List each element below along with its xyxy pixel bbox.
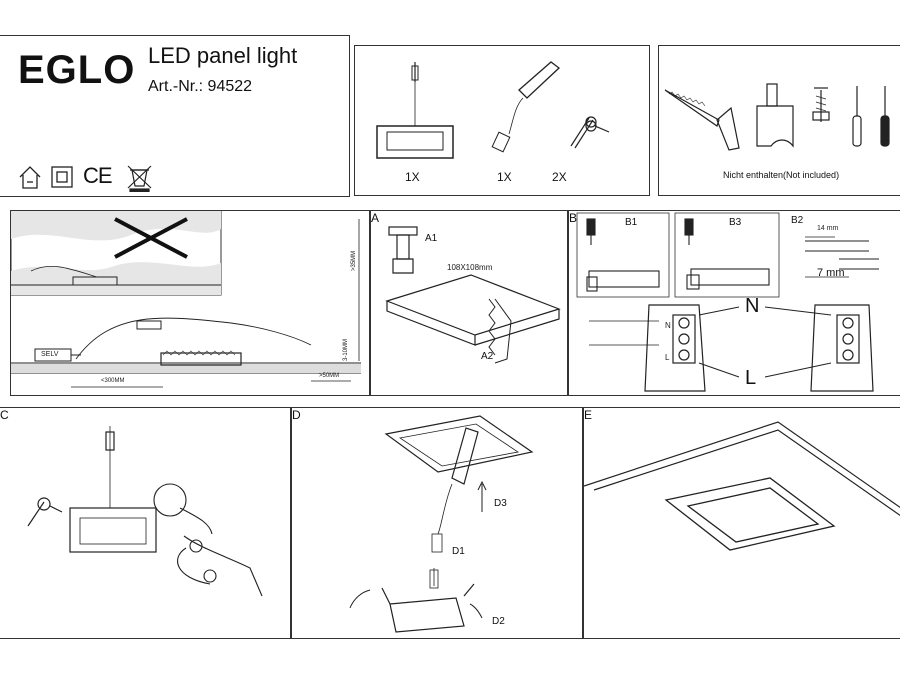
terminal-l-mark: L (665, 353, 670, 362)
step-c-drawing (27, 426, 263, 597)
terminal-n-mark: N (665, 321, 671, 330)
step-e-drawing (584, 421, 900, 551)
ce-mark: CE (83, 163, 113, 188)
tools-not-included-note: Nicht enthalten(Not included) (723, 170, 840, 180)
live-label: L (745, 367, 757, 389)
dim-gap: <300MM (101, 378, 125, 384)
selv-label: SELV (41, 351, 59, 358)
dim-depth: >35MM (351, 250, 357, 271)
terminal-block-right (810, 304, 874, 392)
b1-driver (586, 218, 660, 292)
step-a1-label: A1 (425, 233, 438, 244)
step-a-drawing (385, 226, 561, 364)
product-title: LED panel light (148, 43, 298, 68)
ceiling-board (385, 274, 561, 346)
strip-inner-length: 7 mm (817, 267, 845, 279)
step-b-drawing (576, 212, 879, 392)
step-d1-label: D1 (452, 546, 465, 557)
step-d-drawing (349, 415, 534, 633)
tools-panel: Nicht enthalten(Not included) (658, 45, 900, 196)
tools-drawing (664, 83, 890, 151)
step-d2-label: D2 (492, 616, 505, 627)
d-arrows (349, 480, 487, 619)
weee-bin-icon (127, 165, 152, 192)
step-b-panel: B B1 B3 B2 14 mm 7 mm N L N L (568, 210, 900, 396)
dim-edge: >50MM (319, 373, 340, 379)
step-a-panel: A A1 A2 108X108mm (370, 210, 568, 396)
saw-icon (664, 89, 740, 151)
b2-cable-strip (805, 236, 879, 278)
qty-driver: 1X (497, 170, 512, 184)
e-ceiling (584, 421, 900, 517)
article-number: Art.-Nr.: 94522 (148, 78, 253, 95)
package-contents-drawing (376, 61, 610, 159)
c-spring-insert (153, 483, 263, 597)
terminal-block-left (589, 304, 706, 392)
b3-driver (684, 218, 770, 290)
installation-diagram: SELV <300MM >50MM >35MM 3-10MM (10, 210, 370, 396)
screwdriver-phillips-icon (880, 86, 890, 147)
saw-blade (488, 298, 512, 364)
driver-icon (491, 61, 561, 153)
step-a2-label: A2 (481, 351, 494, 362)
d-cables (429, 483, 453, 589)
step-d3-label: D3 (494, 498, 507, 509)
double-insulation-icon (51, 166, 73, 188)
qty-spring: 2X (552, 170, 567, 184)
installation-drawing (11, 211, 361, 388)
c-panel-light (69, 426, 157, 553)
neutral-label: N (745, 295, 760, 317)
dim-thick: 3-10MM (343, 338, 349, 361)
strip-outer-length: 14 mm (817, 225, 839, 232)
step-a-label: A (371, 211, 380, 225)
step-d-label: D (292, 408, 301, 422)
step-c-label: C (0, 408, 9, 422)
spring-clip-icon (570, 116, 610, 149)
wire-arrows (698, 306, 832, 378)
home-icon (19, 166, 41, 189)
step-b3-label: B3 (729, 217, 742, 228)
screw-icon (812, 87, 830, 122)
c-spring-left (27, 497, 63, 527)
e-installed-panel (664, 477, 836, 551)
step-d-panel: D D1 D2 D3 (291, 407, 583, 639)
cert-icons (19, 165, 152, 192)
d-driver (451, 427, 479, 485)
brand-logo: EGLO (18, 48, 136, 92)
step-c-panel: C (0, 407, 291, 639)
certification-marks: CE (16, 160, 156, 192)
step-b-label: B (569, 211, 578, 225)
step-e-panel: E (583, 407, 900, 639)
panel-light-icon (376, 62, 454, 159)
screwdriver-flat-icon (852, 86, 862, 147)
step-e-label: E (584, 408, 593, 422)
step-b1-label: B1 (625, 217, 638, 228)
hole-saw-tool (388, 226, 418, 274)
package-contents-panel: 1X 1X 2X (354, 45, 650, 196)
cutout-size: 108X108mm (447, 263, 493, 272)
hole-saw-icon (756, 83, 794, 148)
step-b2-label: B2 (791, 215, 804, 226)
qty-panel: 1X (405, 170, 420, 184)
d-panel (381, 583, 475, 633)
header-panel: EGLO LED panel light Art.-Nr.: 94522 CE (0, 35, 350, 197)
d-ceiling (384, 415, 534, 473)
